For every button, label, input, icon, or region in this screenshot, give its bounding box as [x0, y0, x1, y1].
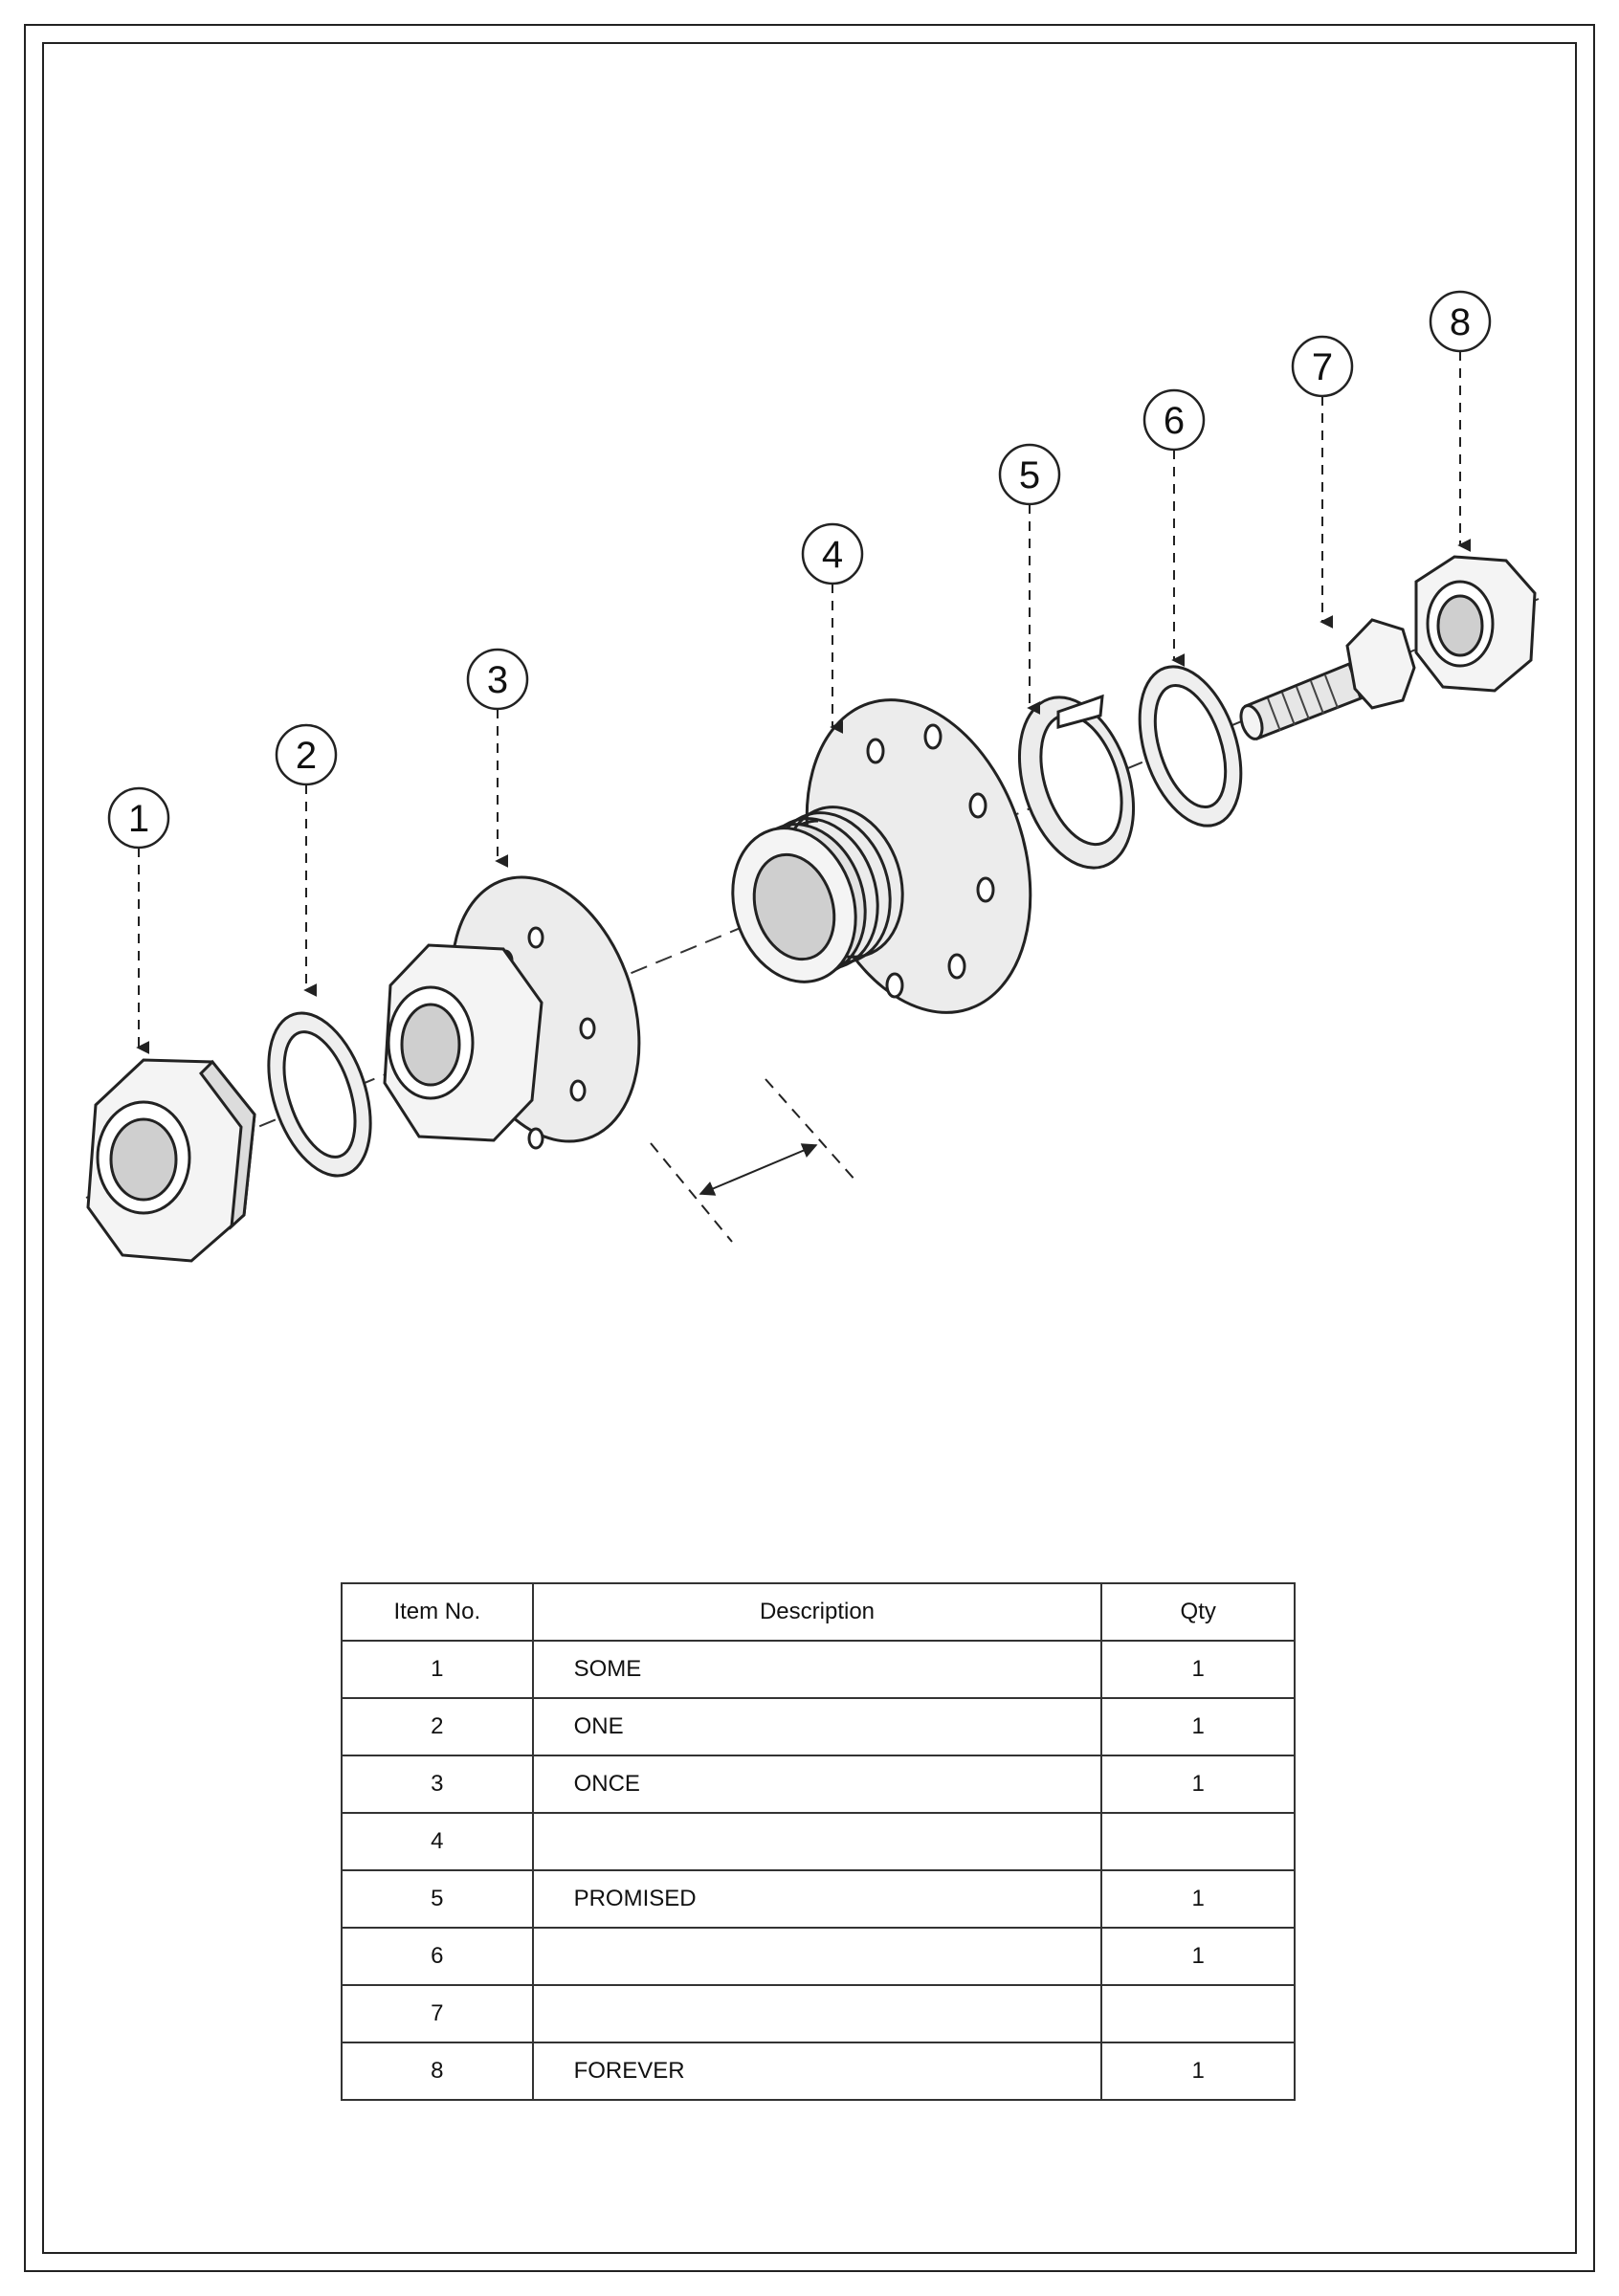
table-row: 1 SOME 1	[341, 1640, 1296, 1699]
inner-border	[42, 42, 1577, 2254]
cell-item: 7	[341, 1984, 534, 2043]
part-8-hex-nut	[1414, 555, 1537, 693]
cell-qty: 1	[1100, 1755, 1296, 1814]
balloon-6: 6	[1142, 388, 1206, 667]
table-row: 5 PROMISED 1	[341, 1869, 1296, 1929]
cell-description: PROMISED	[531, 1869, 1103, 1929]
table-row: 3 ONCE 1	[341, 1755, 1296, 1814]
table-row: 8 FOREVER 1	[341, 2042, 1296, 2101]
bill-of-materials-table: Item No. Description Qty 1 SOME 1 2 ONE …	[341, 1582, 1296, 2101]
part-3-flanged-nut	[383, 875, 641, 1150]
cell-qty: 1	[1100, 2042, 1296, 2101]
cell-qty	[1100, 1984, 1296, 2043]
balloon-2-label: 2	[296, 735, 317, 777]
part-2-washer	[267, 1011, 372, 1178]
cell-description: ONCE	[531, 1755, 1103, 1814]
cell-description: ONE	[531, 1697, 1103, 1756]
header-qty: Qty	[1100, 1582, 1296, 1642]
exploded-assembly-drawing: 1 2 3 4 5 6 7 8	[85, 290, 1540, 1263]
cell-item: 3	[341, 1755, 534, 1814]
cell-item: 1	[341, 1640, 534, 1699]
table-row: 2 ONE 1	[341, 1697, 1296, 1756]
cell-item: 4	[341, 1812, 534, 1871]
part-4-threaded-flange	[731, 698, 1032, 1014]
balloon-7-label: 7	[1312, 346, 1333, 388]
cell-qty: 1	[1100, 1640, 1296, 1699]
cell-qty	[1100, 1812, 1296, 1871]
dimension-indicator	[650, 1078, 857, 1243]
cell-item: 6	[341, 1927, 534, 1986]
part-1-hex-nut	[86, 1058, 256, 1263]
balloon-3-label: 3	[487, 659, 508, 701]
part-7-hex-bolt	[1239, 618, 1416, 740]
cell-description	[531, 1812, 1103, 1871]
balloon-6-label: 6	[1164, 400, 1185, 442]
balloon-1: 1	[107, 786, 170, 1054]
cell-description: SOME	[531, 1640, 1103, 1699]
balloon-5-label: 5	[1019, 454, 1040, 497]
table-row: 4	[341, 1812, 1296, 1871]
cell-item: 2	[341, 1697, 534, 1756]
balloon-8-label: 8	[1450, 301, 1471, 343]
balloon-1-label: 1	[128, 798, 149, 840]
outer-border	[24, 24, 1595, 2272]
header-item-no: Item No.	[341, 1582, 534, 1642]
table-header-row: Item No. Description Qty	[341, 1582, 1296, 1642]
cell-item: 8	[341, 2042, 534, 2101]
balloon-7: 7	[1291, 335, 1354, 629]
cell-qty: 1	[1100, 1697, 1296, 1756]
header-description: Description	[531, 1582, 1103, 1642]
table-row: 7	[341, 1984, 1296, 2043]
balloon-4-label: 4	[822, 534, 843, 576]
cell-description	[531, 1927, 1103, 1986]
cell-description	[531, 1984, 1103, 2043]
balloon-3: 3	[466, 648, 529, 868]
cell-qty: 1	[1100, 1927, 1296, 1986]
cell-qty: 1	[1100, 1869, 1296, 1929]
table-row: 6 1	[341, 1927, 1296, 1986]
balloon-8: 8	[1429, 290, 1492, 552]
part-5-lock-washer	[1017, 694, 1136, 870]
balloon-4: 4	[801, 522, 864, 734]
balloon-2: 2	[275, 723, 338, 997]
cell-description: FOREVER	[531, 2042, 1103, 2101]
part-6-washer	[1138, 665, 1243, 828]
cell-item: 5	[341, 1869, 534, 1929]
balloon-5: 5	[998, 443, 1061, 715]
